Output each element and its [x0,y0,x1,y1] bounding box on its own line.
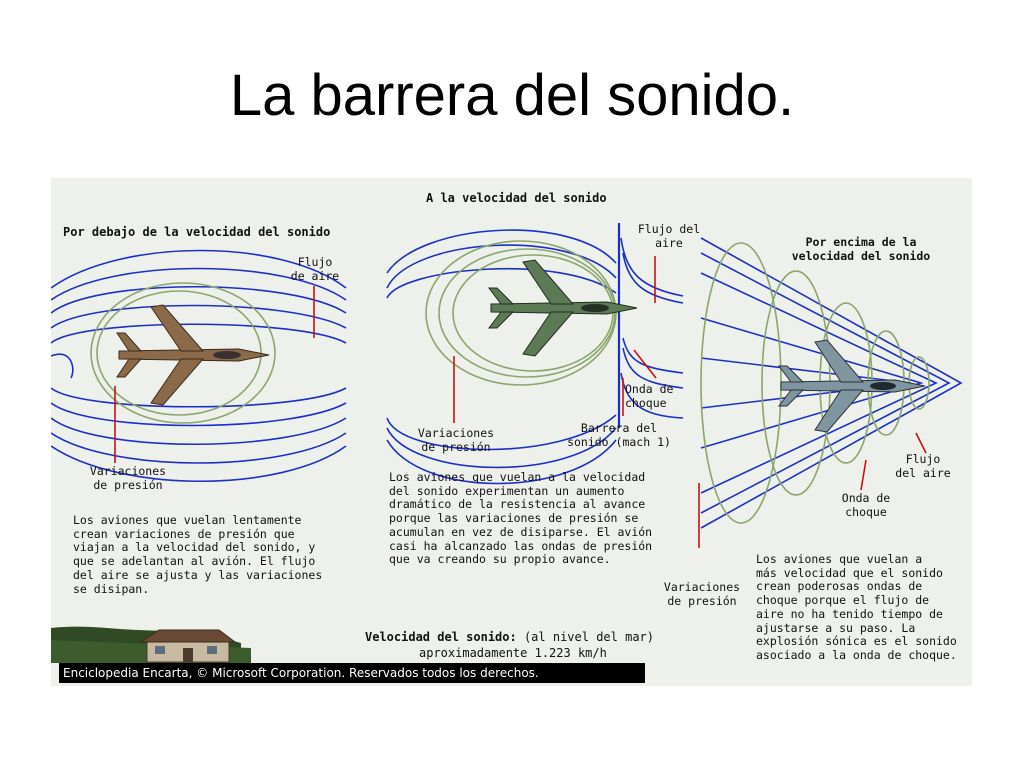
label-pressure-below: Variaciones de presión [89,464,167,492]
panel-below-flow-lines [51,249,347,482]
slide-title: La barrera del sonido. [229,63,795,128]
speed-of-sound-note: Velocidad del sonido: (al nivel del mar) [365,630,685,644]
description-above: Los aviones que vuelan a más velocidad q… [756,552,957,662]
sound-barrier-figure: Por debajo de la velocidad del sonido Fl… [51,178,972,686]
plane-sonic [488,259,638,357]
copyright-credit: Enciclopedia Encarta, © Microsoft Corpor… [59,663,645,683]
heading-below-speed: Por debajo de la velocidad del sonido [63,225,331,239]
diagram-artwork [51,178,972,686]
speed-of-sound-qualifier: (al nivel del mar) [523,630,654,644]
plane-subsonic [116,304,270,406]
landscape-house [51,626,251,663]
label-airflow-above: Flujo del aire [895,452,951,480]
heading-above-speed: Por encima de la velocidad del sonido [791,235,931,263]
description-below: Los aviones que vuelan lentamente crean … [73,513,323,596]
label-pressure-above: Variaciones de presión [663,580,741,608]
description-at: Los aviones que vuelan a la velocidad de… [389,470,653,567]
heading-at-speed: A la velocidad del sonido [426,191,607,205]
speed-of-sound-value: aproximadamente 1.223 km/h [419,646,607,660]
panel-above-pointers [698,432,927,548]
panel-at-pointers [453,256,657,423]
panel-below-pointers [114,286,315,463]
label-airflow-at: Flujo del aire [637,222,701,250]
label-pressure-at: Variaciones de presión [417,426,495,454]
label-sound-barrier: Barrera del sonido (mach 1) [567,421,671,449]
label-shockwave-above: Onda de choque [841,491,891,519]
label-shockwave-at: Onda de choque [625,382,674,410]
panel-above-shock-cone [700,237,963,529]
plane-supersonic [778,339,926,433]
speed-of-sound-label: Velocidad del sonido: [365,630,517,644]
label-airflow-below: Flujo de aire [290,255,340,283]
